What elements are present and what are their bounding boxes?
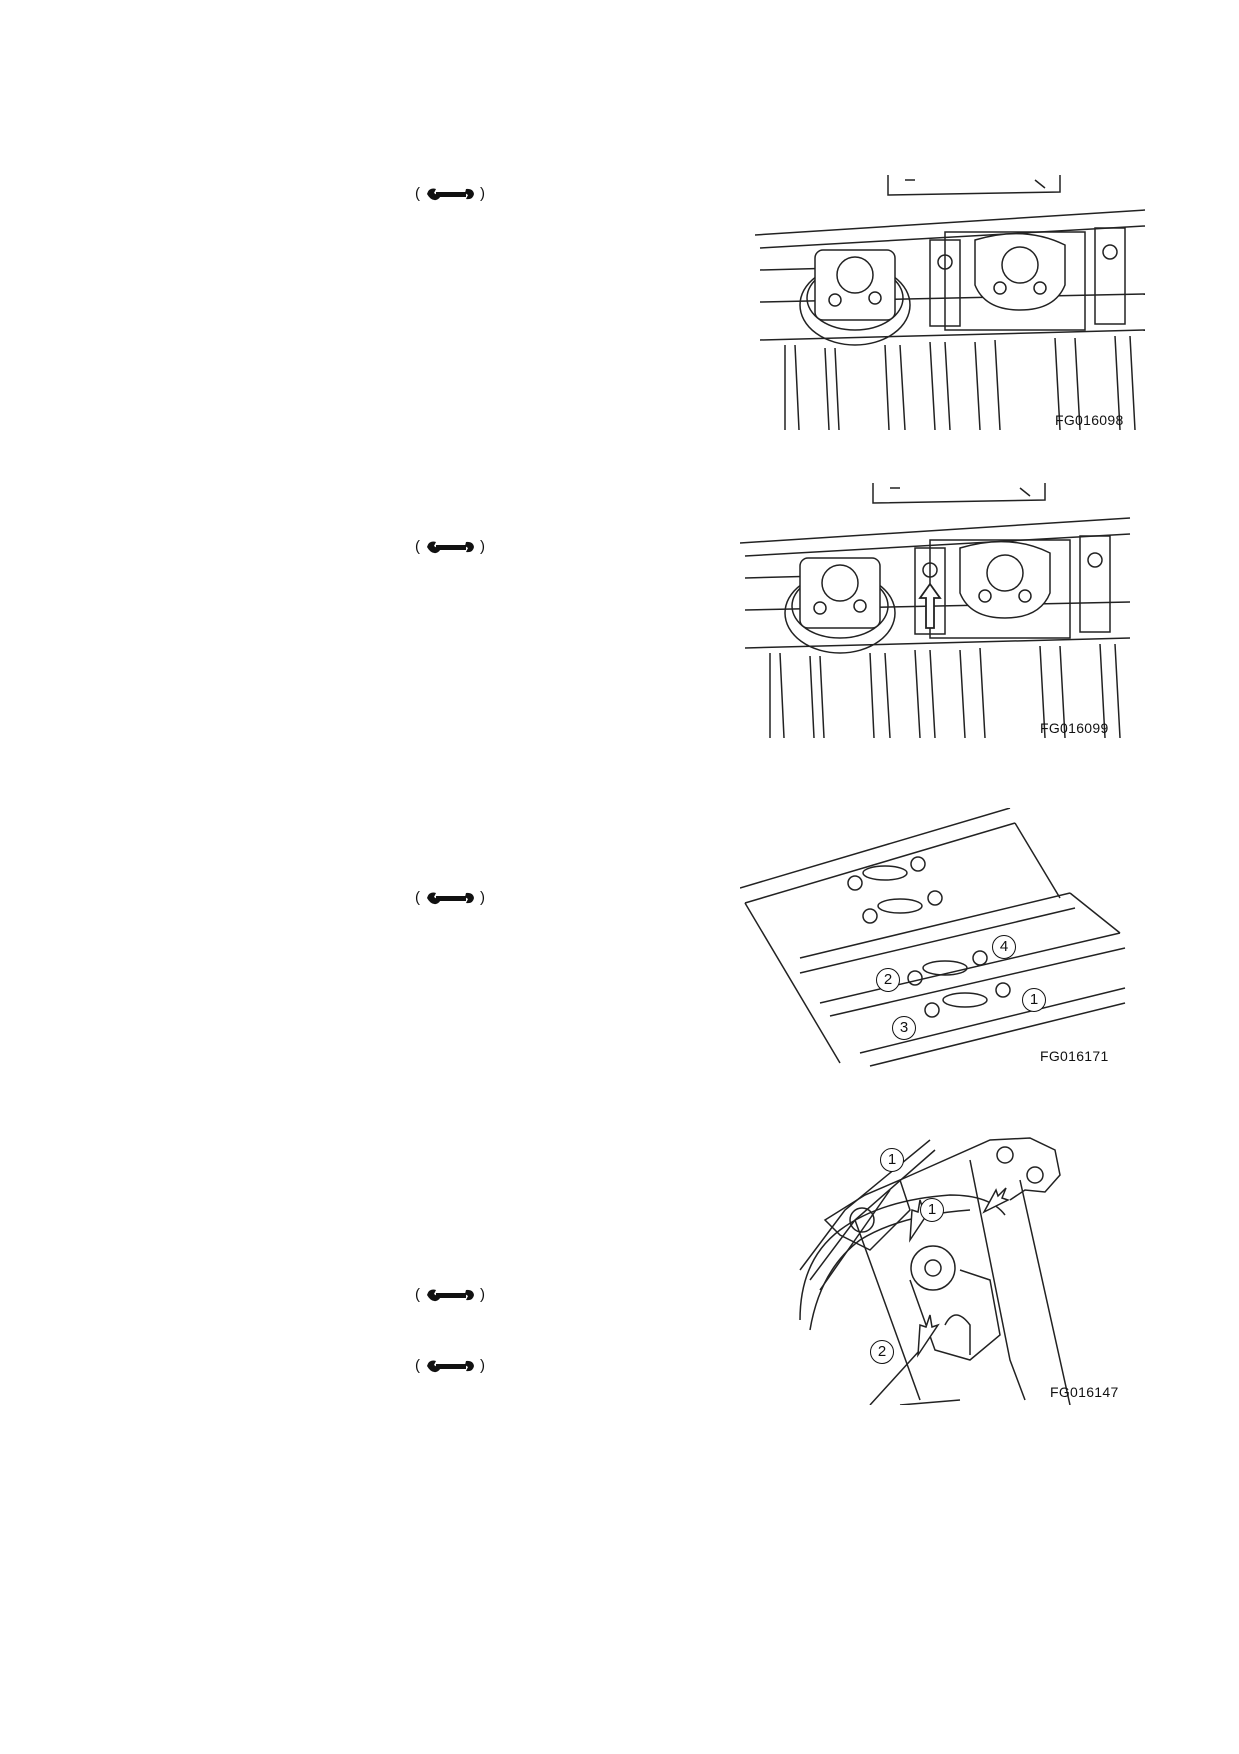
torque-wrench-marker-3: ( ) (415, 886, 485, 910)
track-roller-illustration (755, 175, 1146, 431)
torque-wrench-marker-1: ( ) (415, 182, 485, 206)
arm-linkage-illustration (799, 1137, 1071, 1405)
wrench-icon (427, 1360, 474, 1373)
callout-number: 2 (876, 968, 900, 992)
torque-wrench-marker-5: ( ) (415, 1354, 485, 1378)
callout-number: 1 (920, 1198, 944, 1222)
callout-number: 1 (880, 1148, 904, 1172)
paren-open: ( (415, 538, 420, 555)
track-roller-illustration (740, 483, 1131, 739)
figure-id-label: FG016171 (1040, 1048, 1109, 1064)
figure-id-label: FG016099 (1040, 720, 1109, 736)
torque-wrench-marker-2: ( ) (415, 535, 485, 559)
callout-number: 3 (892, 1016, 916, 1040)
figure-track-roller-1: FG016098 (755, 170, 1150, 435)
paren-open: ( (415, 889, 420, 906)
track-shoe-illustration (740, 808, 1126, 1067)
paren-close: ) (480, 185, 485, 202)
wrench-icon (427, 541, 474, 554)
callout-number: 1 (1022, 988, 1046, 1012)
figure-id-label: FG016147 (1050, 1384, 1119, 1400)
paren-open: ( (415, 185, 420, 202)
wrench-icon (427, 892, 474, 905)
paren-open: ( (415, 1357, 420, 1374)
figure-track-shoe: 4 2 1 3 FG016171 (740, 808, 1135, 1073)
figure-arm-linkage: 1 1 2 FG016147 (770, 1120, 1140, 1405)
figure-track-roller-2: FG016099 (740, 478, 1135, 743)
paren-open: ( (415, 1286, 420, 1303)
paren-close: ) (480, 1286, 485, 1303)
figure-id-label: FG016098 (1055, 412, 1124, 428)
paren-close: ) (480, 1357, 485, 1374)
callout-number: 2 (870, 1340, 894, 1364)
torque-wrench-marker-4: ( ) (415, 1283, 485, 1307)
callout-number: 4 (992, 935, 1016, 959)
paren-close: ) (480, 538, 485, 555)
wrench-icon (427, 1289, 474, 1302)
paren-close: ) (480, 889, 485, 906)
wrench-icon (427, 188, 474, 201)
